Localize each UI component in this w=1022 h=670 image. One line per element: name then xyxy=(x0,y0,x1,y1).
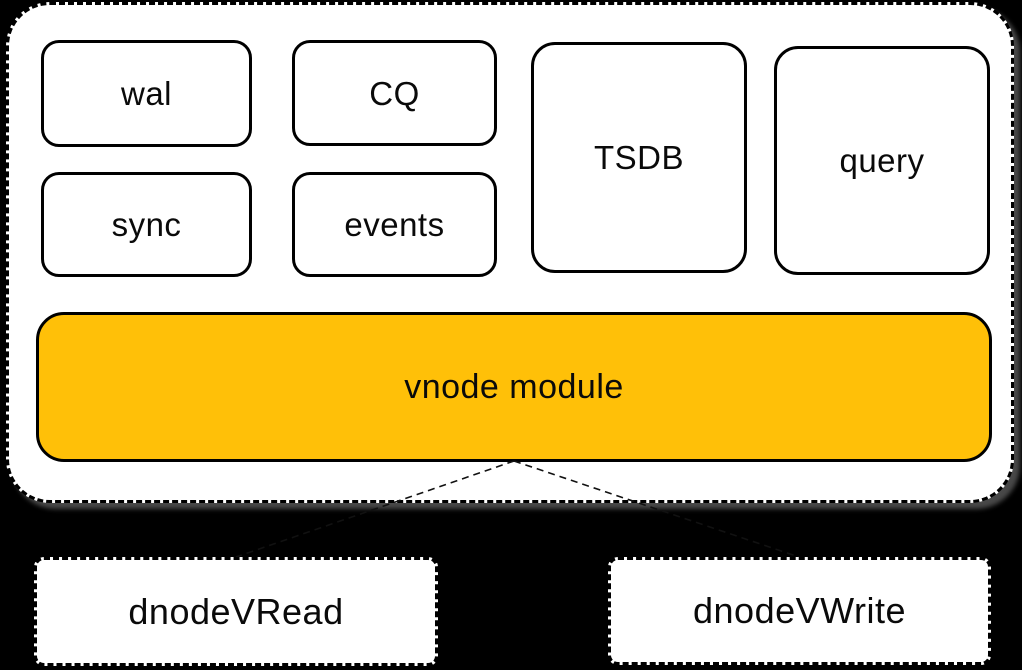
module-box-wal: wal xyxy=(41,40,252,147)
module-box-tsdb: TSDB xyxy=(531,42,747,273)
module-label-cq: CQ xyxy=(369,74,420,112)
module-label-query: query xyxy=(839,142,925,179)
dnode-vwrite-label: dnodeVWrite xyxy=(693,590,906,631)
module-box-sync: sync xyxy=(41,172,252,277)
vnode-module-label: vnode module xyxy=(404,367,624,406)
module-label-sync: sync xyxy=(111,206,182,243)
module-label-wal: wal xyxy=(120,75,173,112)
dnode-vwrite-box: dnodeVWrite xyxy=(608,557,991,665)
module-label-tsdb: TSDB xyxy=(593,139,684,176)
dnode-vread-label: dnodeVRead xyxy=(128,590,344,632)
module-box-query: query xyxy=(774,46,990,275)
module-box-cq: CQ xyxy=(292,40,497,146)
vnode-module-bar: vnode module xyxy=(36,312,992,462)
module-box-events: events xyxy=(292,172,497,277)
module-label-events: events xyxy=(344,206,445,243)
dnode-vread-box: dnodeVRead xyxy=(34,557,438,666)
